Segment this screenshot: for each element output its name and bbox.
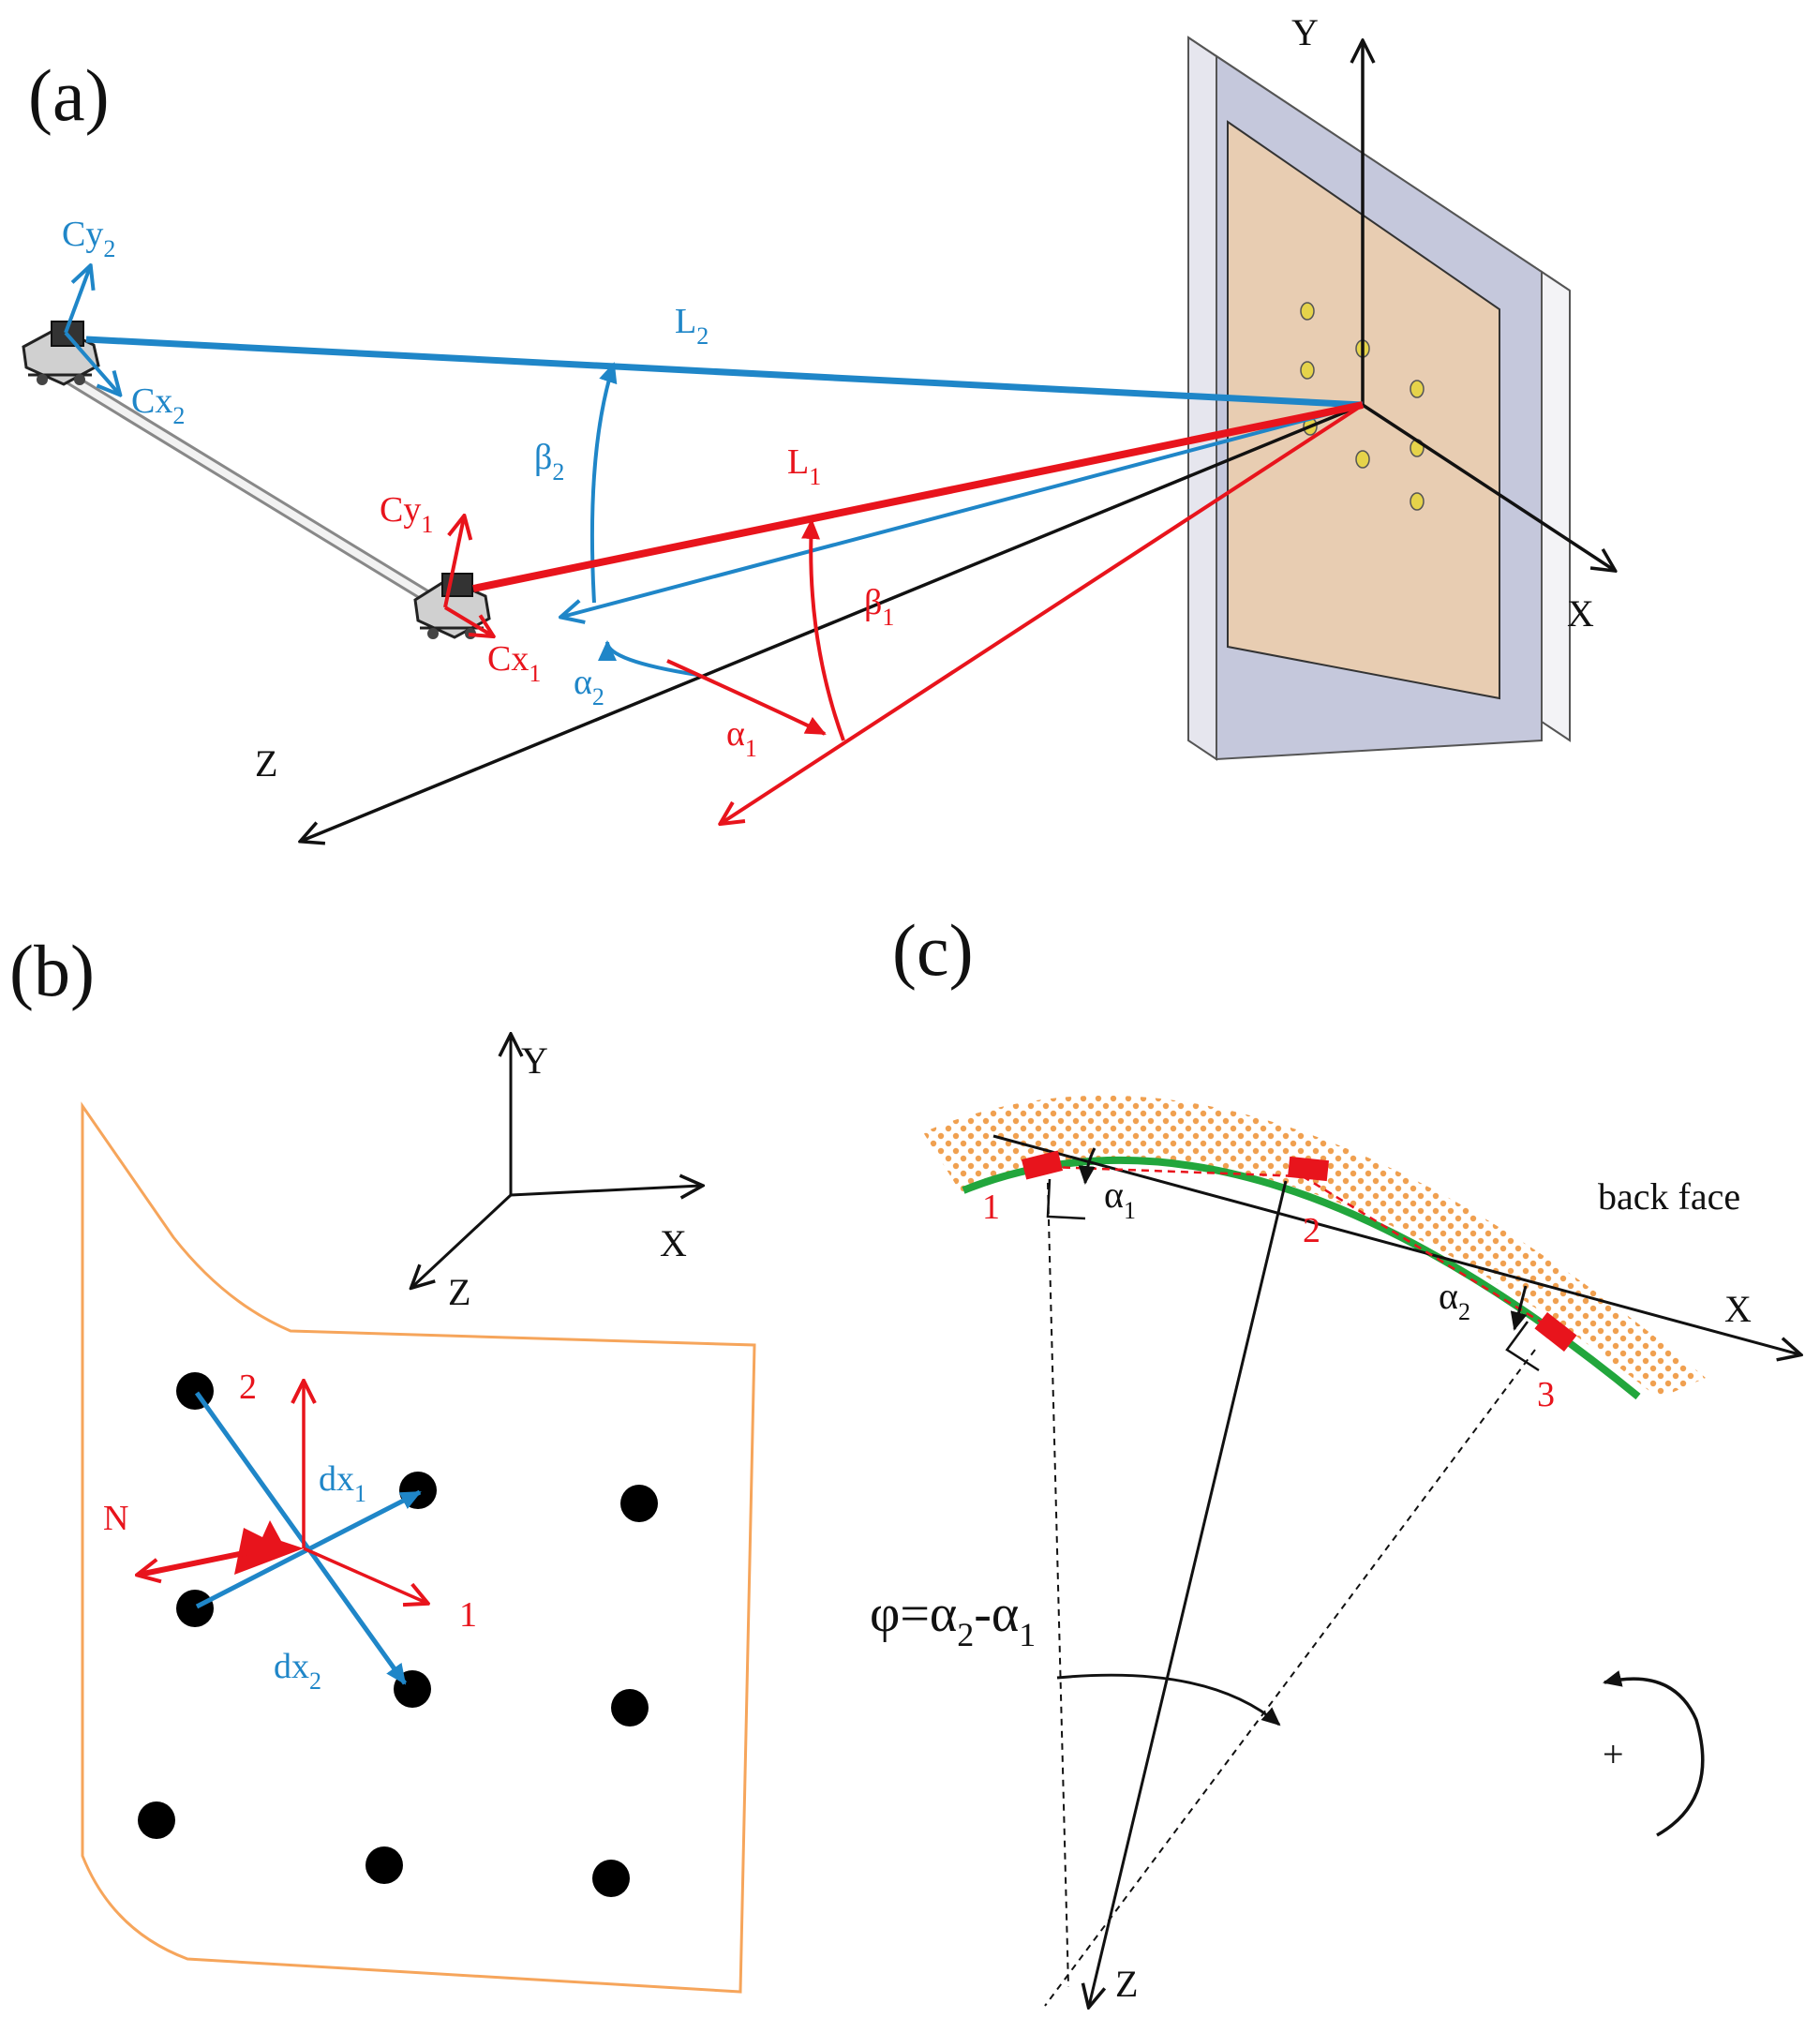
c-alpha2-label: α2 [1439, 1275, 1470, 1325]
cx1-label: Cx1 [487, 639, 541, 687]
alpha1-label: α1 [726, 714, 757, 762]
cx2-label: Cx2 [131, 381, 185, 429]
alpha2-label: α2 [574, 663, 604, 710]
right-angle-3 [1505, 1321, 1540, 1372]
c-z-axis [1089, 1180, 1288, 2006]
a-z-axis-label: Z [255, 742, 277, 785]
cy1-label: Cy1 [380, 490, 433, 538]
b-y-axis-label: Y [521, 1039, 548, 1082]
normal-zigzag [234, 1520, 304, 1575]
point-3-marker [1534, 1312, 1577, 1352]
dir1-label: 1 [459, 1595, 477, 1635]
c-alpha1-label: α1 [1104, 1173, 1136, 1224]
c-x-axis-label: X [1724, 1288, 1752, 1330]
a-y-axis-label: Y [1291, 11, 1319, 53]
panel-b: (b) Y X Z 2 1 N dx [9, 930, 756, 1994]
beta1-label: β1 [864, 583, 894, 631]
camera2-optical-axis [562, 403, 1364, 617]
dx1-label: dx1 [319, 1459, 366, 1507]
alpha1-arc [666, 659, 827, 736]
back-face-label: back face [1598, 1175, 1740, 1218]
point-1-label: 1 [982, 1188, 1000, 1227]
c-z-axis-label: Z [1115, 1963, 1138, 2005]
specimen-section [923, 1095, 1706, 1398]
l1-label: L1 [787, 442, 821, 490]
a-z-axis [302, 403, 1364, 841]
panel-b-label: (b) [9, 930, 95, 1011]
dir1-arrow [303, 1547, 426, 1603]
point-2-marker [1287, 1156, 1330, 1182]
right-angle-1 [1046, 1178, 1086, 1220]
n-label: N [103, 1499, 128, 1538]
b-x-axis [510, 1186, 701, 1195]
cx1-arrow [443, 605, 492, 635]
point-1-marker [1021, 1150, 1064, 1180]
positive-rotation-arrow [1603, 1670, 1705, 1837]
b-z-axis-label: Z [448, 1271, 470, 1313]
camera-rail [50, 364, 455, 616]
c-alpha1-arc [1078, 1147, 1096, 1185]
l2-label: L2 [675, 302, 709, 350]
chord-2-3 [1302, 1174, 1557, 1333]
c-alpha2-arc [1510, 1285, 1528, 1331]
normal-line-3 [1044, 1349, 1536, 2007]
cy2-arrow [64, 267, 90, 334]
normal-arrow [139, 1548, 254, 1575]
specimen-panel [1227, 120, 1500, 700]
camera-2 [22, 321, 100, 386]
marker-dots [1300, 302, 1425, 511]
alpha2-arc [598, 640, 698, 677]
panel-a: (a) Y X Z [22, 11, 1614, 841]
camera-1 [413, 573, 491, 639]
dx2-vector [194, 1391, 408, 1685]
rotation-sign: + [1603, 1733, 1624, 1775]
camera1-optical-axis [722, 403, 1365, 823]
deformed-surface [81, 1101, 756, 1994]
l2-line [85, 336, 1364, 409]
beta1-arc [801, 518, 845, 741]
b-x-axis-label: X [660, 1222, 687, 1264]
cx2-arrow [64, 331, 119, 394]
a-x-axis [1362, 403, 1614, 570]
panel-c-label: (c) [892, 909, 974, 991]
cy2-label: Cy2 [62, 215, 115, 262]
l1-line [472, 401, 1364, 592]
a-x-axis-label: X [1567, 592, 1594, 635]
panel-c: (c) back face X 1 2 3 α1 α2 Z φ=α2- [870, 909, 1799, 2006]
dx2-label: dx2 [274, 1647, 321, 1695]
b-marker-dots [138, 1372, 658, 1897]
specimen-frame [1187, 36, 1571, 761]
dir2-label: 2 [239, 1368, 257, 1407]
panel-a-label: (a) [28, 54, 110, 136]
b-z-axis [412, 1193, 513, 1287]
phi-arc [1056, 1673, 1281, 1727]
beta2-label: β2 [534, 438, 564, 486]
c-x-axis [992, 1134, 1799, 1354]
point-2-label: 2 [1303, 1211, 1320, 1250]
cy1-arrow [443, 517, 464, 608]
phi-formula: φ=α2-α1 [870, 1585, 1036, 1653]
point-3-label: 3 [1537, 1375, 1555, 1414]
normal-line-1 [1047, 1182, 1069, 1988]
